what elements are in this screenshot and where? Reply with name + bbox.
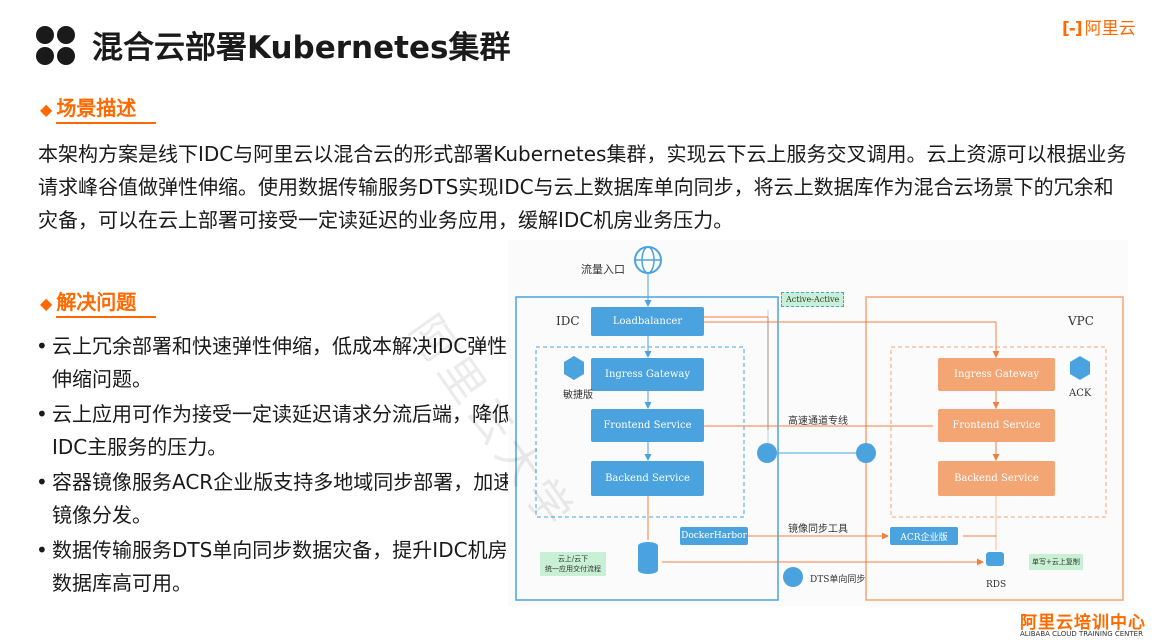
diamond-icon: ◆ <box>40 294 53 313</box>
dts-sync-label: DTS单向同步 <box>810 575 866 585</box>
mirror-sync-label: 镜像同步工具 <box>788 524 848 535</box>
idc-label: IDC <box>556 314 580 328</box>
list-item: 容器镜像服务ACR企业版支持多地域同步部署，加速镜像分发。 <box>36 466 516 532</box>
logo-grid-icon <box>36 26 76 66</box>
vpc-ingress-node: Ingress Gateway <box>938 358 1055 391</box>
express-link-label: 高速通道专线 <box>788 416 848 427</box>
problem-list: 云上冗余部署和快速弹性伸缩，低成本解决IDC弹性伸缩问题。 云上应用可作为接受一… <box>36 330 516 602</box>
rds-label: RDS <box>986 580 1007 590</box>
brand-mark-icon: [-] <box>1062 19 1083 39</box>
list-item: 云上冗余部署和快速弹性伸缩，低成本解决IDC弹性伸缩问题。 <box>36 330 516 396</box>
cloud-note: 云上/云下 统一应用交付流程 <box>540 552 606 576</box>
idc-backend-node: Backend Service <box>591 461 704 496</box>
list-item: 云上应用可作为接受一定读延迟请求分流后端，降低IDC主服务的压力。 <box>36 398 516 464</box>
idc-frontend-node: Frontend Service <box>591 409 704 442</box>
ack-label: ACK <box>1069 388 1092 399</box>
brand-logo: [-]阿里云 <box>1062 14 1136 39</box>
scenario-text: 本架构方案是线下IDC与阿里云以混合云的形式部署Kubernetes集群，实现云… <box>38 142 1127 232</box>
problems-heading: ◆解决问题 <box>40 286 157 318</box>
scenario-heading: ◆场景描述 <box>40 92 157 124</box>
brand-name: 阿里云 <box>1084 19 1136 39</box>
footer-brand: 阿里云培训中心 <box>1020 613 1146 633</box>
acr-node: ACR企业版 <box>890 527 958 545</box>
list-item: 数据传输服务DTS单向同步数据灾备，提升IDC机房数据库高可用。 <box>36 534 516 600</box>
docker-harbor-node: DockerHarbor <box>680 527 748 545</box>
idc-ingress-node: Ingress Gateway <box>591 358 704 391</box>
active-active-badge: Active-Active <box>781 292 845 307</box>
footer-brand-en: ALIBABA CLOUD TRAINING CENTER <box>1020 630 1143 638</box>
diamond-icon: ◆ <box>40 100 53 119</box>
vpc-label: VPC <box>1068 314 1094 328</box>
architecture-diagram: 流量入口 IDC VPC Active-Active Loadbalancer … <box>508 240 1128 606</box>
page-title: 混合云部署Kubernetes集群 <box>92 30 511 66</box>
traffic-entry-label: 流量入口 <box>581 263 625 276</box>
vpc-frontend-node: Frontend Service <box>938 409 1055 442</box>
agile-edition-label: 敏捷版 <box>563 390 593 401</box>
diagram-lines <box>515 246 1124 601</box>
vpc-backend-node: Backend Service <box>938 461 1055 496</box>
rds-note: 单写+云上复制 <box>1029 554 1083 570</box>
loadbalancer-node: Loadbalancer <box>591 307 704 336</box>
